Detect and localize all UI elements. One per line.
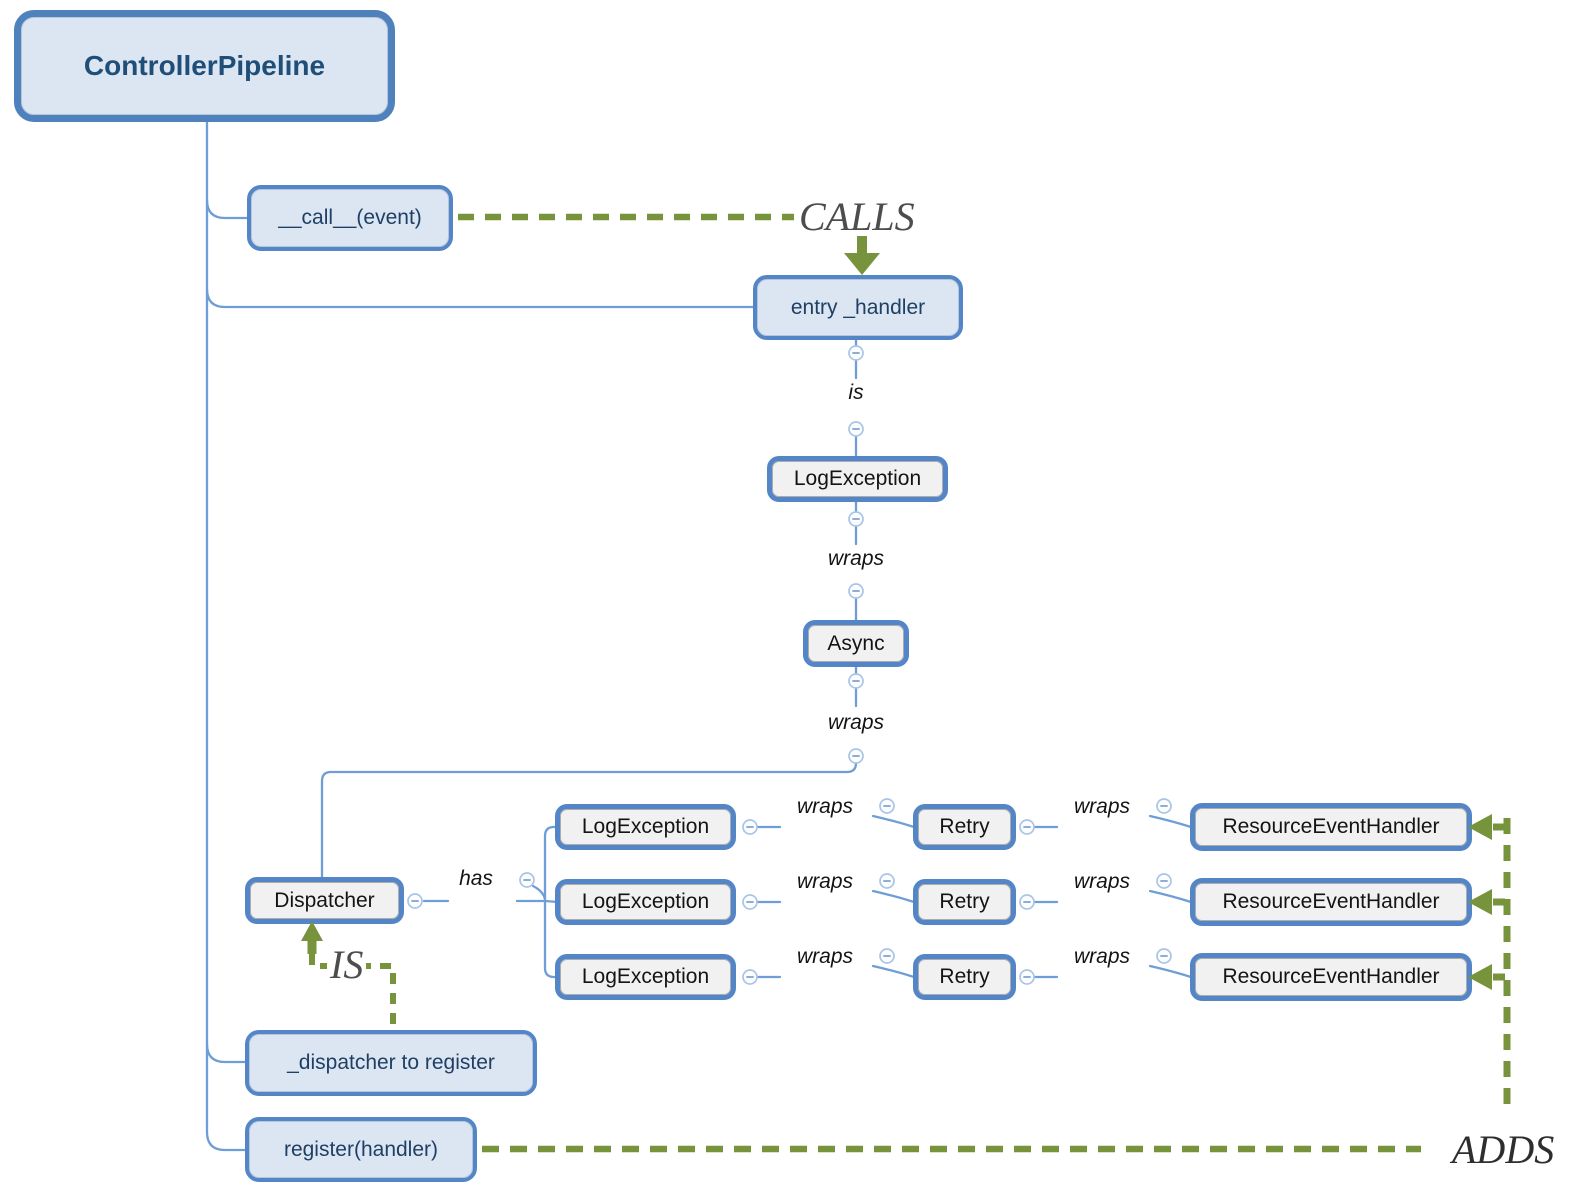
node-retry[interactable]: Retry [913, 804, 1016, 850]
edge-label-wraps: wraps [827, 711, 885, 734]
node-resource-event-handler[interactable]: ResourceEventHandler [1190, 803, 1472, 851]
node-row-log-exception[interactable]: LogException [555, 954, 736, 1000]
node-row-log-exception[interactable]: LogException [555, 879, 736, 925]
arrowhead-up [301, 921, 323, 941]
node-row-log-exception[interactable]: LogException [555, 804, 736, 850]
edge-label-has: has [459, 867, 493, 890]
callout-calls: CALLS [799, 194, 915, 239]
collapse-icon[interactable] [1019, 969, 1035, 985]
node-entry-handler[interactable]: entry _handler [753, 275, 963, 340]
edge-label-wraps: wraps [796, 795, 854, 818]
collapse-icon[interactable] [848, 673, 864, 689]
node-retry[interactable]: Retry [913, 879, 1016, 925]
collapse-icon[interactable] [1019, 894, 1035, 910]
collapse-icon[interactable] [848, 345, 864, 361]
edge-label-wraps: wraps [1073, 870, 1131, 893]
node-call-method[interactable]: __call__(event) [247, 185, 453, 251]
node-async[interactable]: Async [803, 620, 909, 667]
collapse-icon[interactable] [1156, 948, 1172, 964]
edge-label-wraps: wraps [796, 945, 854, 968]
arrowhead-down [844, 253, 880, 275]
edge-label-wraps: wraps [1073, 945, 1131, 968]
collapse-icon[interactable] [742, 819, 758, 835]
collapse-icon[interactable] [1156, 798, 1172, 814]
edge-label-wraps: wraps [796, 870, 854, 893]
node-resource-event-handler[interactable]: ResourceEventHandler [1190, 878, 1472, 926]
collapse-icon[interactable] [848, 511, 864, 527]
callout-is: IS [327, 945, 367, 985]
edge-label-wraps: wraps [827, 547, 885, 570]
collapse-icon[interactable] [1019, 819, 1035, 835]
node-register-method[interactable]: register(handler) [245, 1117, 477, 1182]
collapse-icon[interactable] [1156, 873, 1172, 889]
node-controller-pipeline[interactable]: ControllerPipeline [14, 10, 395, 122]
edge-label-wraps: wraps [1073, 795, 1131, 818]
node-dispatcher[interactable]: Dispatcher [245, 877, 404, 924]
collapse-icon[interactable] [742, 969, 758, 985]
collapse-icon[interactable] [848, 748, 864, 764]
callout-adds: ADDS [1452, 1127, 1555, 1172]
node-resource-event-handler[interactable]: ResourceEventHandler [1190, 953, 1472, 1001]
collapse-icon[interactable] [742, 894, 758, 910]
collapse-icon[interactable] [848, 421, 864, 437]
collapse-icon[interactable] [879, 948, 895, 964]
node-log-exception[interactable]: LogException [767, 456, 948, 502]
collapse-icon[interactable] [848, 583, 864, 599]
node-retry[interactable]: Retry [913, 954, 1016, 1000]
node-dispatcher-to-register[interactable]: _dispatcher to register [245, 1030, 537, 1096]
collapse-icon[interactable] [879, 873, 895, 889]
collapse-icon[interactable] [407, 893, 423, 909]
edge-label-is: is [848, 381, 864, 404]
collapse-icon[interactable] [879, 798, 895, 814]
